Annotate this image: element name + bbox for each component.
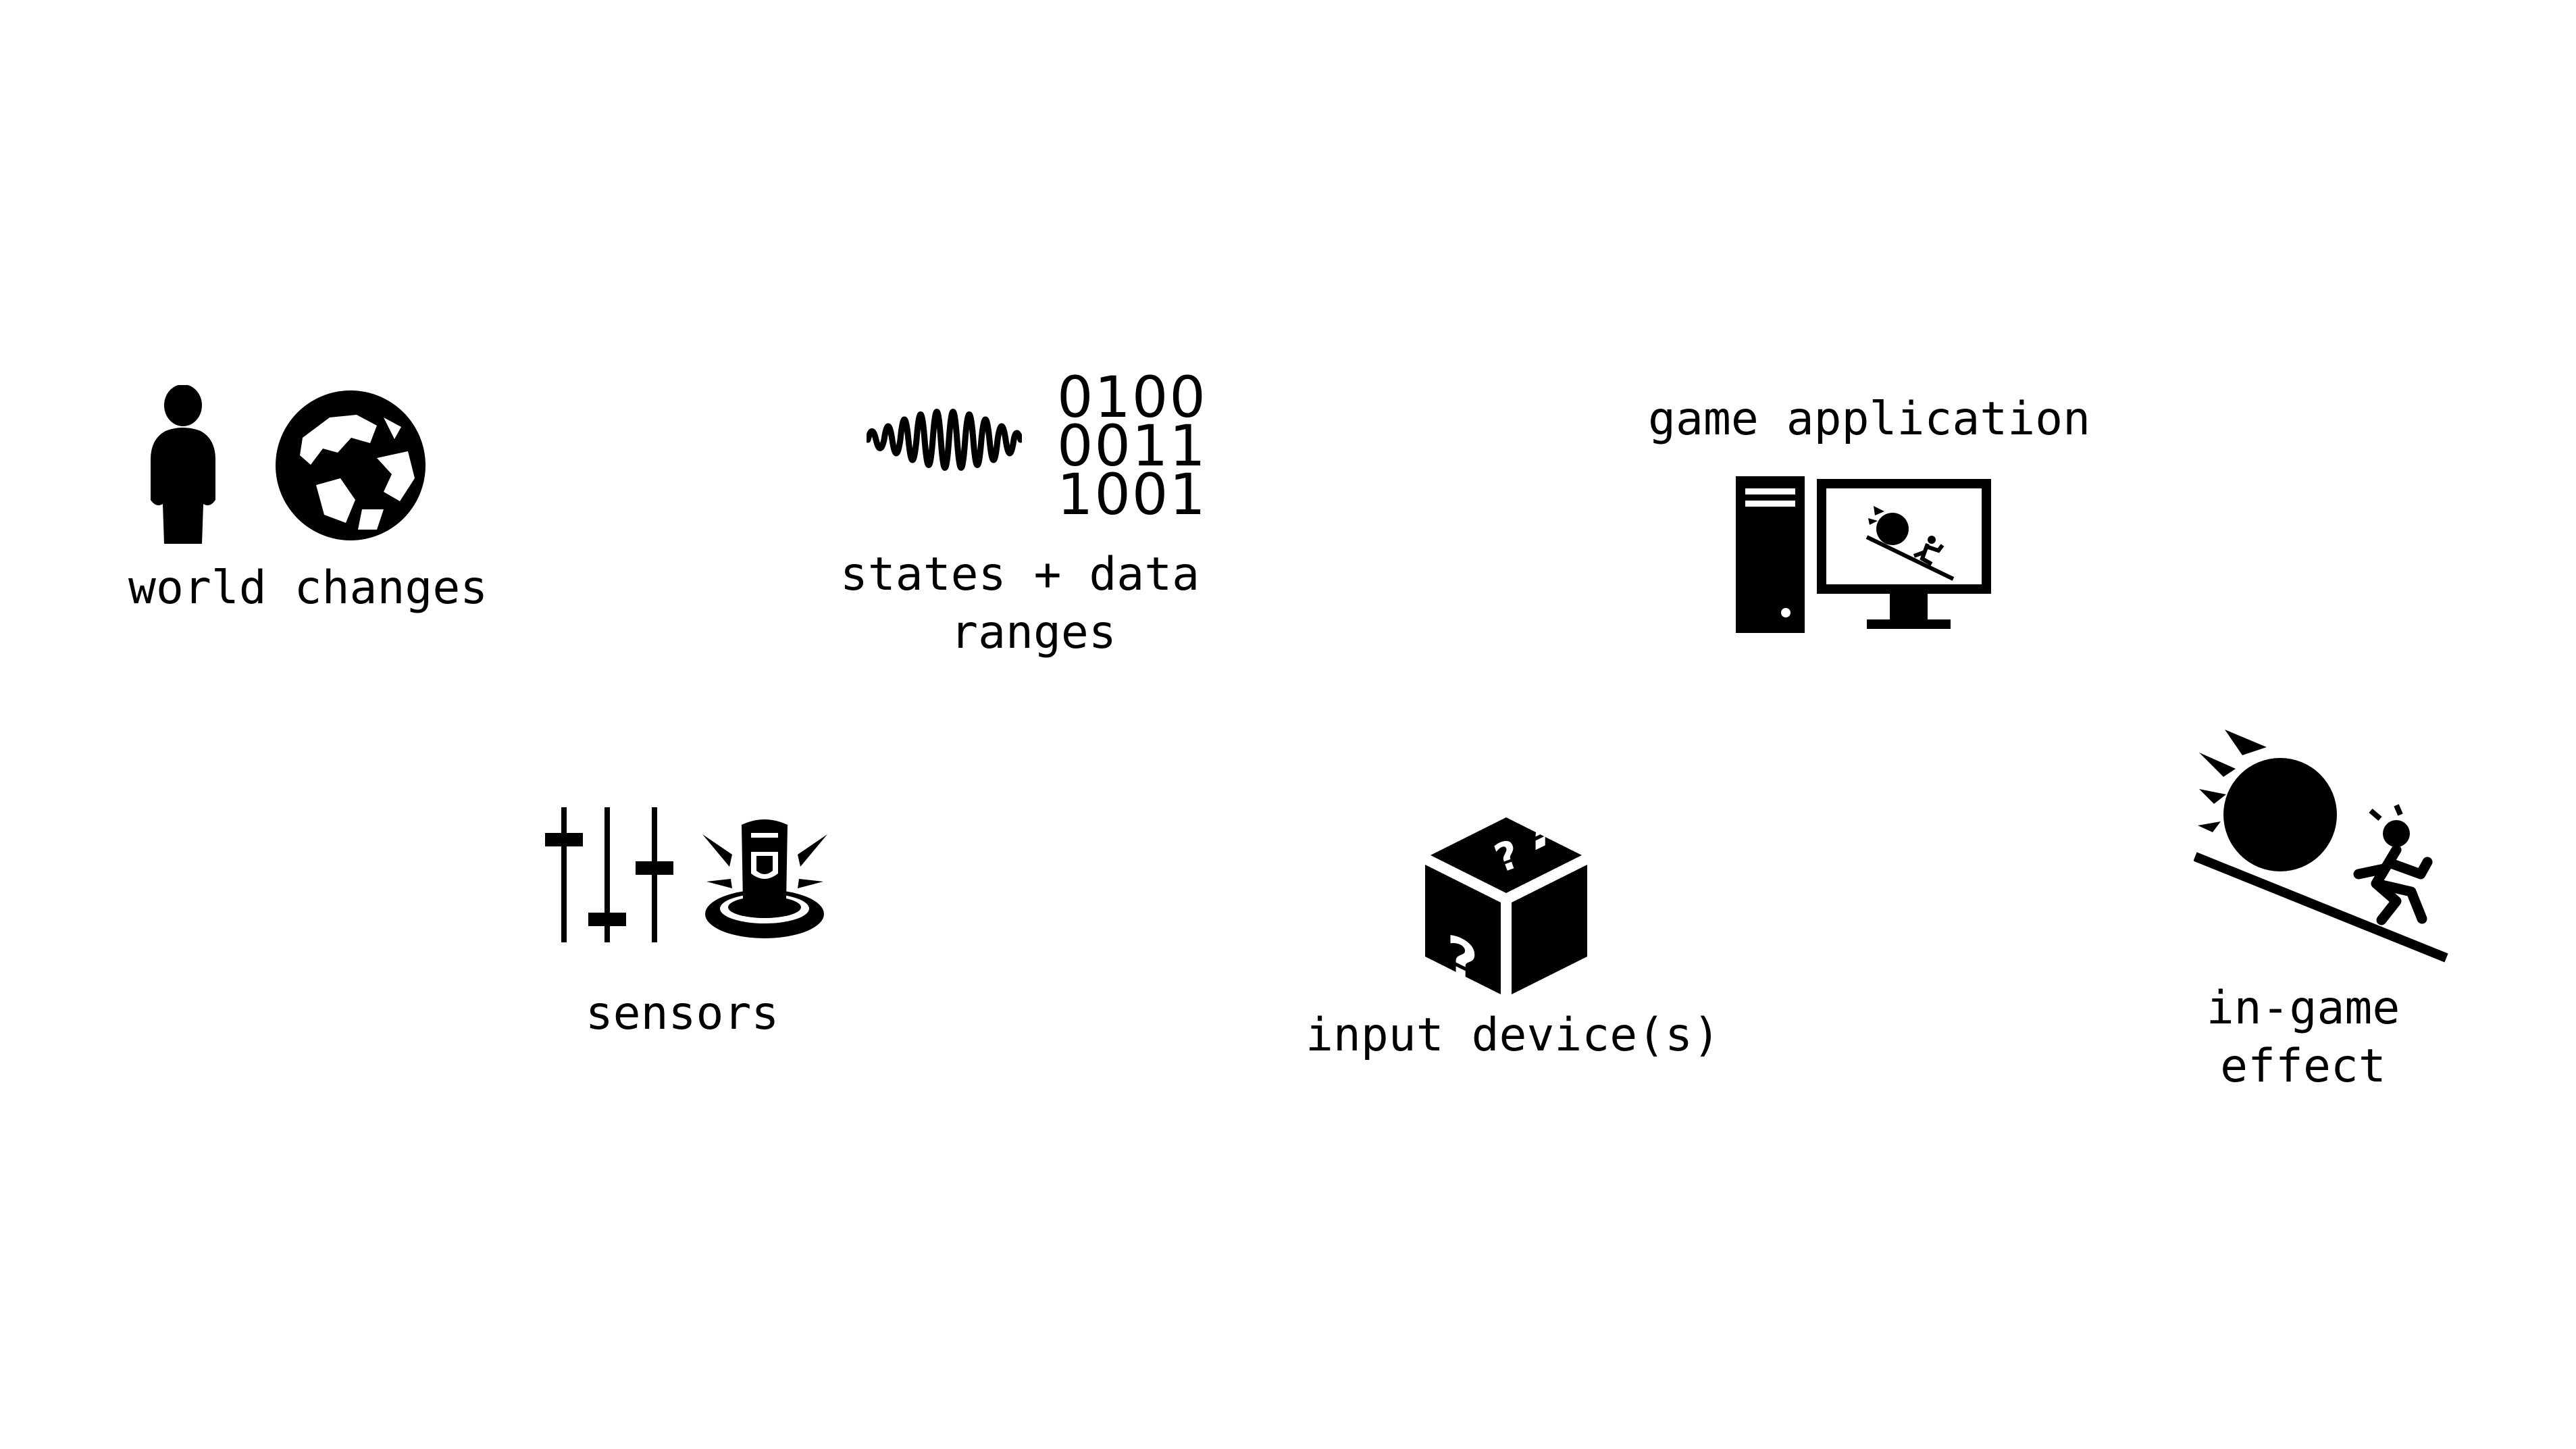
waveform-icon	[867, 409, 1022, 471]
desktop-computer-icon	[1736, 476, 1991, 633]
binary-row: 0011	[1057, 413, 1207, 479]
motion-sensor-icon	[702, 819, 827, 938]
in-game-effect-label-line2: effect	[2220, 1040, 2386, 1093]
person-icon	[151, 385, 215, 544]
globe-icon	[276, 390, 426, 540]
game-application-label: game application	[1648, 392, 2091, 446]
states-data-label-line1: states + data	[840, 548, 1200, 601]
svg-text:?: ?	[1447, 921, 1478, 994]
binary-row: 0100	[1057, 364, 1207, 430]
mystery-dice-icon: ? ? ?	[1425, 817, 1587, 994]
binary-row: 1001	[1057, 461, 1207, 528]
in-game-effect-label-line1: in-game	[2206, 982, 2400, 1035]
rolling-boulder-icon	[2194, 730, 2448, 963]
input-devices-label: input device(s)	[1305, 1009, 1721, 1062]
states-data-label-line2: ranges	[950, 606, 1116, 659]
sliders-icon	[545, 807, 673, 942]
sensors-label: sensors	[585, 987, 779, 1040]
binary-data-icon: 0100 0011 1001	[1057, 364, 1207, 528]
world-changes-label: world changes	[128, 561, 488, 615]
